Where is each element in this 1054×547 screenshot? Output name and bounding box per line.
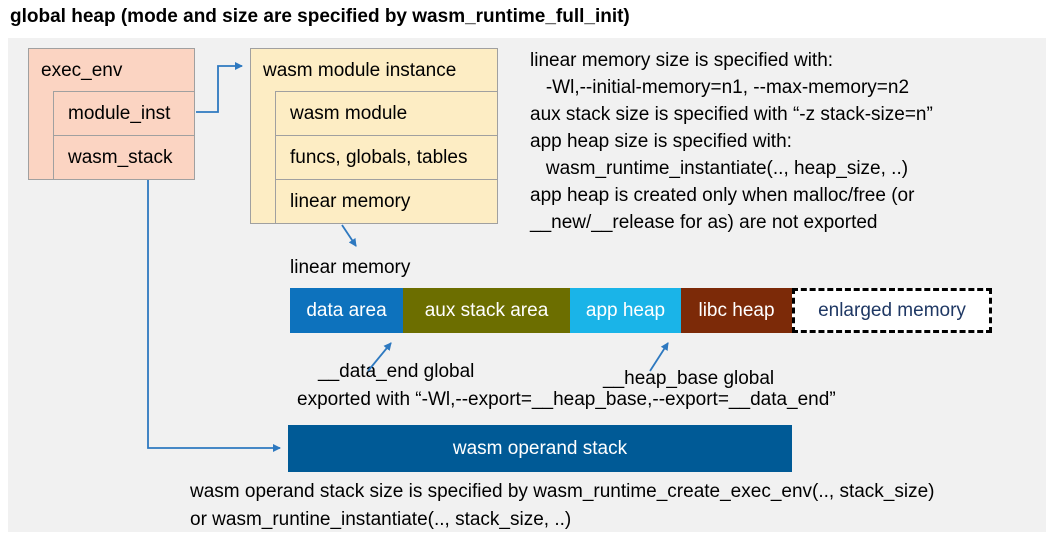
exported-with-label: exported with “-Wl,--export=__heap_base,…: [297, 389, 836, 410]
note-line: app heap is created only when malloc/fre…: [530, 185, 915, 206]
note-line: -Wl,--initial-memory=n1, --max-memory=n2: [530, 77, 910, 98]
linear-memory-label: linear memory: [290, 257, 411, 278]
exec-env-box: exec_env module_inst wasm_stack: [28, 48, 195, 180]
exec-env-row-wasm-stack: wasm_stack: [53, 135, 195, 180]
page-title: global heap (mode and size are specified…: [10, 6, 630, 27]
segment-aux-stack-area: aux stack area: [403, 288, 570, 333]
operand-stack-notes: wasm operand stack size is specified by …: [190, 478, 935, 533]
segment-data-area: data area: [290, 288, 403, 333]
wasm-operand-stack-bar: wasm operand stack: [288, 425, 792, 472]
memory-size-notes: linear memory size is specified with: -W…: [530, 47, 933, 236]
heap-base-global-label: __heap_base global: [603, 368, 775, 389]
note-line: aux stack size is specified with “-z sta…: [530, 104, 933, 125]
segment-app-heap: app heap: [570, 288, 681, 333]
module-instance-box: wasm module instance wasm module funcs, …: [250, 48, 498, 224]
note-line: __new/__release for as) are not exported: [530, 212, 878, 233]
note-line: wasm_runtime_instantiate(.., heap_size, …: [530, 158, 909, 179]
segment-libc-heap: libc heap: [681, 288, 792, 333]
exec-env-header: exec_env: [41, 60, 123, 81]
exec-env-row-module-inst: module_inst: [53, 91, 195, 136]
note-line: app heap size is specified with:: [530, 131, 792, 152]
note-line: wasm operand stack size is specified by …: [190, 481, 935, 502]
module-instance-row-funcs-globals-tables: funcs, globals, tables: [275, 135, 498, 180]
module-instance-header: wasm module instance: [263, 60, 457, 81]
data-end-global-label: __data_end global: [318, 361, 475, 382]
module-instance-row-linear-memory: linear memory: [275, 179, 498, 224]
note-line: linear memory size is specified with:: [530, 50, 834, 71]
segment-enlarged-memory: enlarged memory: [792, 288, 992, 333]
note-line: or wasm_runtine_instantiate(.., stack_si…: [190, 508, 572, 530]
module-instance-row-wasm-module: wasm module: [275, 91, 498, 136]
